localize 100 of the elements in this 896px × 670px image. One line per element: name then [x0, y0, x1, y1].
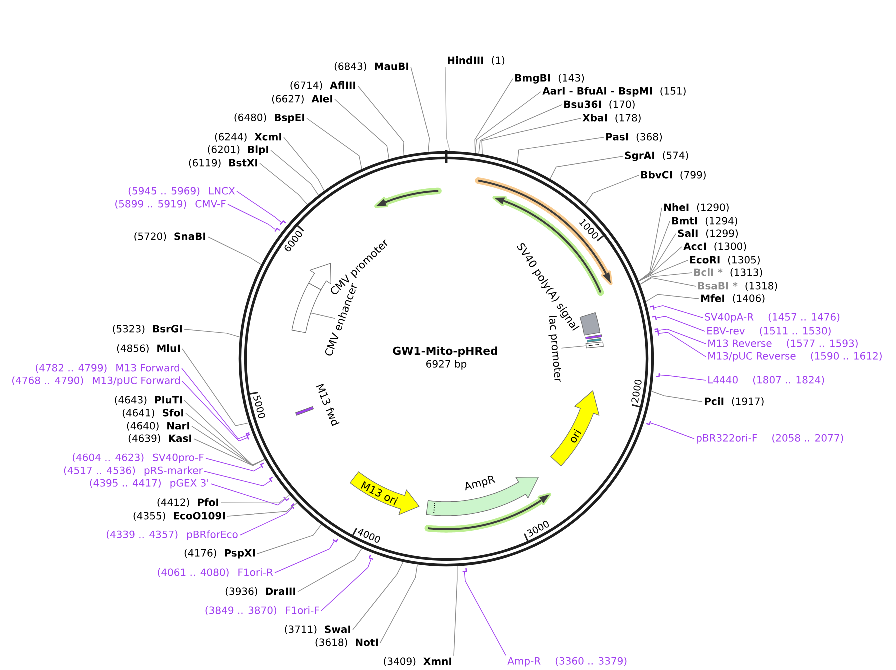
leader-line: [236, 191, 282, 223]
leader-line: [380, 564, 418, 644]
primer-mark: [654, 330, 660, 336]
tick-label: 3000: [526, 521, 550, 537]
primer-label: EBV-rev (1511 .. 1530): [708, 327, 831, 336]
leader-line: [640, 278, 696, 287]
leader-line: [638, 246, 682, 282]
leader-line: [274, 541, 335, 574]
leader-line: [474, 78, 514, 154]
leader-line: [206, 458, 262, 472]
leader-line: [284, 137, 325, 192]
primer-mark: [650, 306, 655, 310]
leader-line: [182, 348, 250, 426]
leader-line: [228, 204, 276, 230]
enzyme-label: BsaBI * (1318): [698, 282, 778, 291]
primer-mark: [269, 476, 274, 483]
leader-line: [358, 86, 404, 156]
primer-mark: [656, 374, 660, 378]
primer-mark: [274, 228, 280, 232]
primer-mark: [260, 462, 264, 468]
enzyme-label: (3711) SwaI: [285, 626, 350, 634]
primer-mark: [290, 504, 295, 510]
leader-line: [182, 368, 247, 440]
feature-label: AmpR: [466, 476, 496, 491]
leader-line: [658, 332, 706, 358]
primer-mark: [246, 434, 250, 440]
feature-box: [586, 342, 604, 349]
enzyme-label: (4856) MluI: [117, 344, 180, 354]
primer-label: (4395 .. 4417) pGEX 3': [90, 479, 208, 489]
enzyme-label: AccI (1300): [684, 242, 746, 252]
enzyme-label: AarI - BfuAI - BspMI (151): [542, 87, 686, 97]
leader-line: [478, 104, 562, 154]
primer-label: M13/pUC Reverse (1590 .. 1612): [708, 352, 882, 362]
tick-label: 5000: [254, 396, 266, 418]
enzyme-label: BmtI (1294): [672, 217, 738, 226]
leader-line: [321, 559, 372, 612]
primer-mark: [462, 568, 468, 572]
primer-label: pBR322ori-F (2058 .. 2077): [697, 434, 844, 444]
leader-line: [638, 234, 676, 282]
leader-line: [445, 66, 450, 152]
primer-mark: [646, 421, 652, 426]
primer-mark: [654, 328, 659, 332]
feature-box: [292, 283, 322, 334]
leader-line: [227, 502, 298, 517]
enzyme-label: (4641) SfoI: [122, 409, 184, 418]
enzyme-label: (6714) AflIII: [290, 82, 356, 90]
leader-line: [640, 272, 692, 285]
leader-line: [204, 471, 271, 487]
primer-label: L4440 (1807 .. 1824): [708, 376, 824, 385]
leader-line: [194, 438, 266, 466]
primer-label: (3849 .. 3870) F1ori-F: [206, 606, 320, 616]
leader-line: [464, 572, 506, 656]
enzyme-label: MfeI (1406): [702, 294, 765, 304]
feature-block: M13 ori: [350, 472, 420, 516]
primer-label: Amp-R (3360 .. 3379): [508, 657, 627, 667]
tick-label: 2000: [632, 380, 642, 404]
leader-line: [334, 99, 390, 160]
leader-line: [656, 316, 706, 332]
leader-line: [260, 163, 308, 205]
primer-label: (5945 .. 5969) LNCX: [128, 187, 236, 196]
enzyme-label: HindIII (1): [448, 56, 505, 66]
enzyme-label: (4176) PspXI: [184, 549, 255, 559]
leader-line: [660, 374, 706, 381]
leader-line: [638, 208, 662, 282]
leader-line: [184, 400, 266, 466]
plasmid-length: 6927 bp: [426, 360, 467, 370]
leader-line: [658, 329, 706, 344]
enzyme-label: (6244) XcmI: [215, 133, 282, 142]
enzyme-label: (6119) BstXI: [189, 159, 258, 168]
leader-line: [184, 329, 240, 338]
leader-line: [651, 391, 703, 402]
enzyme-label: Bsu36I (170): [564, 100, 635, 110]
enzyme-label: (4412) PfoI: [158, 498, 218, 508]
leader-line: [646, 294, 700, 302]
primer-mark: [332, 538, 339, 543]
enzyme-label: (3936) DraIII: [226, 588, 296, 596]
enzyme-label: (5323) BsrGI: [113, 325, 182, 334]
primer-label: (4782 .. 4799) M13 Forward: [36, 364, 180, 373]
primer-label: (5899 .. 5919) CMV-F: [116, 200, 226, 209]
leader-line: [482, 118, 582, 155]
leader-line: [550, 156, 624, 180]
enzyme-label: (6201) BlpI: [208, 146, 268, 156]
leader-line: [561, 346, 586, 349]
leader-line: [454, 566, 458, 656]
enzyme-label: (3409) XmnI: [384, 658, 452, 666]
enzyme-label: (4640) NarI: [127, 422, 190, 431]
primer-mark: [246, 432, 250, 438]
enzyme-label: BbvCI (799): [642, 171, 706, 180]
leader-line: [210, 484, 286, 506]
leader-line: [638, 221, 670, 282]
leader-line: [208, 236, 262, 266]
feature-block: ori: [550, 390, 600, 467]
enzyme-label: BclI * (1313): [694, 268, 762, 278]
leader-line: [310, 312, 336, 320]
primer-mark: [280, 220, 286, 226]
enzyme-label: XbaI (178): [582, 114, 641, 123]
enzyme-label: (3618) NotI: [316, 638, 378, 648]
leader-line: [517, 137, 604, 164]
enzyme-label: SalI (1299): [678, 230, 738, 238]
enzyme-label: (4639) KasI: [128, 434, 192, 444]
